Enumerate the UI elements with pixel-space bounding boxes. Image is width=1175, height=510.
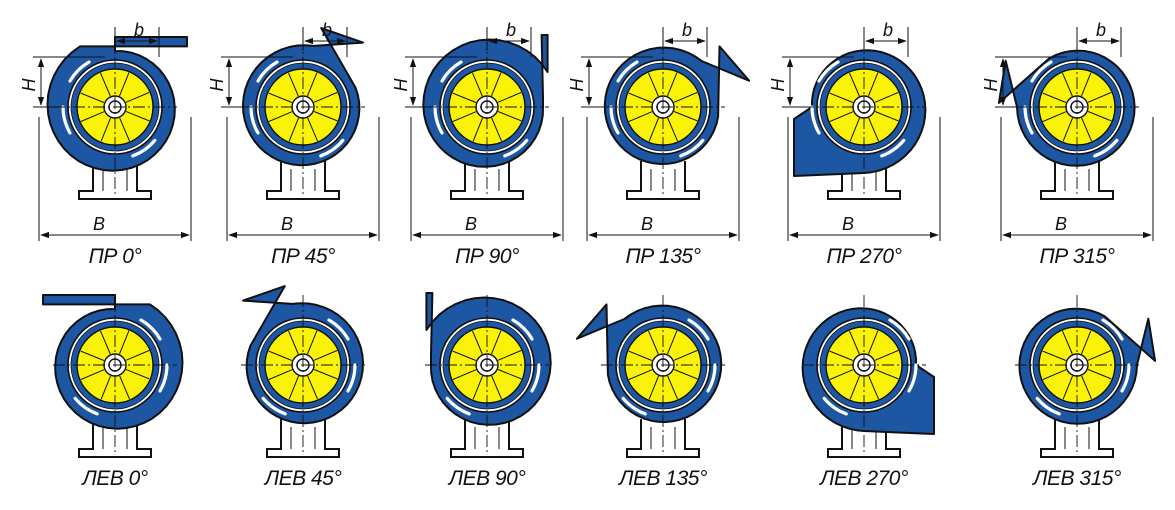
- offset-dimension-label: b: [506, 20, 516, 40]
- dimensions: B Hb: [567, 20, 740, 241]
- fan-lev-270: [801, 295, 935, 458]
- guide-vane: [817, 60, 840, 83]
- guide-vane: [880, 138, 906, 158]
- dimensions: B Hb: [207, 20, 380, 241]
- caption-lev-0: ЛЕВ 0°: [80, 467, 147, 490]
- guide-vane: [1023, 105, 1034, 135]
- width-dimension-label: B: [641, 214, 653, 234]
- fan-lev-90: [425, 292, 552, 458]
- guide-vane: [158, 363, 169, 393]
- guide-vane: [256, 60, 279, 83]
- guide-vane: [621, 396, 647, 416]
- fan-pr-270: B Hb: [768, 20, 941, 241]
- fan-lev-45: [241, 285, 365, 458]
- guide-vane: [73, 396, 99, 416]
- guide-vane: [139, 318, 162, 341]
- guide-vane: [888, 318, 911, 341]
- caption-lev-315: ЛЕВ 315°: [1031, 467, 1121, 490]
- caption-lev-90: ЛЕВ 90°: [447, 467, 526, 490]
- guide-vane: [687, 318, 710, 341]
- caption-pr-270: ПР 270°: [827, 245, 902, 268]
- guide-vane: [822, 396, 848, 416]
- guide-vane: [679, 138, 705, 158]
- width-dimension-label: B: [842, 214, 854, 234]
- guide-vane: [1101, 318, 1124, 341]
- guide-vane: [440, 60, 463, 83]
- fan-lev-315: [1015, 295, 1157, 458]
- caption-pr-0: ПР 0°: [89, 245, 142, 268]
- fan-lev-135: [575, 295, 725, 458]
- width-dimension-label: B: [1055, 214, 1067, 234]
- guide-vane: [706, 363, 717, 393]
- offset-dimension-label: b: [134, 20, 144, 40]
- dimensions: B Hb: [768, 20, 941, 241]
- guide-vane: [346, 363, 357, 393]
- guide-vane: [511, 318, 534, 341]
- guide-vane: [319, 138, 345, 158]
- guide-vane: [1035, 396, 1061, 416]
- fan-lev-0: [42, 294, 184, 458]
- width-dimension-label: B: [465, 214, 477, 234]
- guide-vane: [503, 138, 529, 158]
- guide-vane: [530, 363, 541, 393]
- guide-vane: [261, 396, 287, 416]
- guide-vane: [907, 363, 918, 393]
- height-dimension-label: H: [207, 78, 227, 92]
- caption-pr-135: ПР 135°: [626, 245, 701, 268]
- guide-vane: [616, 60, 639, 83]
- height-dimension-label: H: [391, 78, 411, 92]
- fan-pr-45: B Hb: [207, 20, 380, 241]
- dimensions: B Hb: [19, 20, 192, 241]
- caption-lev-135: ЛЕВ 135°: [617, 467, 707, 490]
- guide-vane: [1093, 138, 1119, 158]
- offset-dimension-label: b: [682, 20, 692, 40]
- guide-vane: [68, 60, 91, 83]
- fan-pr-0: B Hb: [19, 20, 192, 241]
- guide-vane: [1120, 363, 1131, 393]
- height-dimension-label: H: [768, 78, 788, 92]
- guide-vane: [249, 105, 260, 135]
- guide-vane: [433, 105, 444, 135]
- fan-pr-135: B Hb: [567, 20, 751, 241]
- height-dimension-label: H: [19, 78, 39, 92]
- guide-vane: [327, 318, 350, 341]
- offset-dimension-label: b: [883, 20, 893, 40]
- guide-vane: [445, 396, 471, 416]
- guide-vane: [609, 105, 620, 135]
- width-dimension-label: B: [281, 214, 293, 234]
- caption-pr-315: ПР 315°: [1040, 245, 1115, 268]
- offset-dimension-label: b: [322, 20, 332, 40]
- guide-vane: [61, 105, 72, 135]
- width-dimension-label: B: [93, 214, 105, 234]
- height-dimension-label: H: [567, 78, 587, 92]
- guide-vane: [810, 105, 821, 135]
- dimensions: B Hb: [981, 20, 1154, 241]
- dimensions: B Hb: [391, 20, 564, 241]
- guide-vane: [131, 138, 157, 158]
- caption-lev-45: ЛЕВ 45°: [263, 467, 342, 490]
- height-dimension-label: H: [981, 78, 1001, 92]
- fan-pr-90: B Hb: [391, 20, 564, 241]
- offset-dimension-label: b: [1096, 20, 1106, 40]
- fan-pr-315: B Hb: [981, 20, 1154, 241]
- guide-vane: [1030, 60, 1053, 83]
- caption-pr-45: ПР 45°: [271, 245, 335, 268]
- caption-pr-90: ПР 90°: [455, 245, 519, 268]
- caption-lev-270: ЛЕВ 270°: [818, 467, 908, 490]
